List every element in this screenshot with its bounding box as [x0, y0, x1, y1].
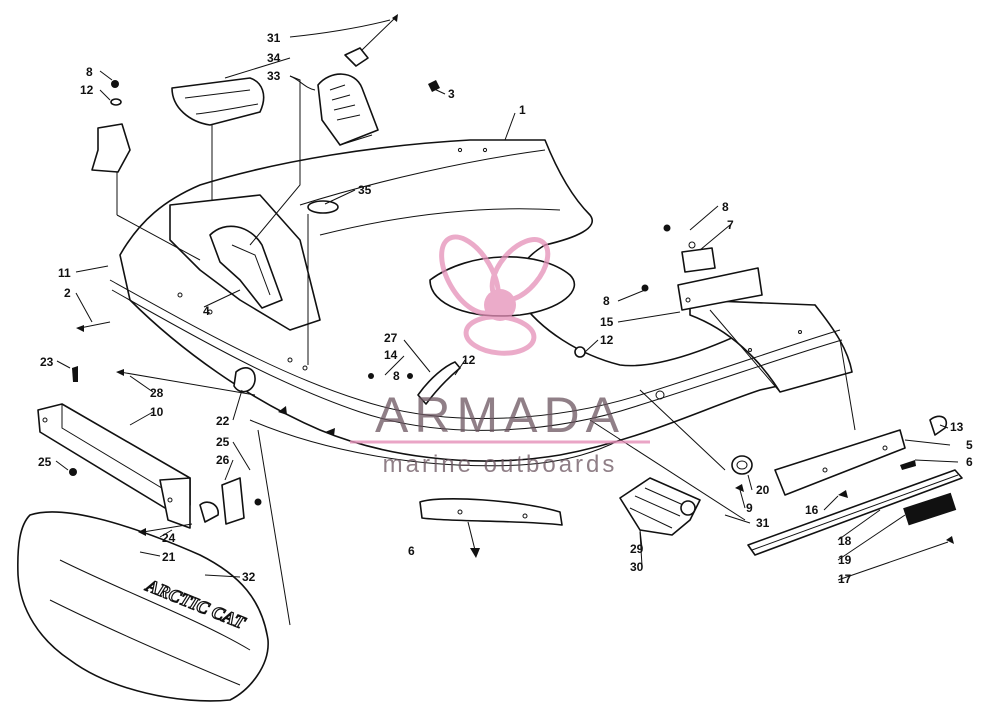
callout-27: 27 [384, 331, 398, 345]
callout-32: 32 [242, 570, 256, 584]
callout-12-right: 12 [600, 333, 614, 347]
nut-8d [368, 373, 374, 379]
callout-19: 19 [838, 553, 852, 567]
nut-part [69, 468, 77, 476]
callout-9: 9 [746, 501, 753, 515]
watermark-logo [439, 234, 551, 356]
callout-2: 2 [64, 286, 71, 300]
headlight-cover-part [171, 77, 265, 126]
grommet-part [307, 200, 339, 365]
callout-25-left: 25 [38, 455, 52, 469]
callout-leaders [55, 19, 959, 581]
callout-5: 5 [966, 438, 973, 452]
front-bumper-bracket-part [37, 403, 191, 529]
bolt-part [72, 366, 78, 382]
callout-6-bottom: 6 [408, 544, 415, 558]
center-mount-plate-part [138, 477, 262, 536]
callout-6-right: 6 [966, 455, 973, 469]
lower-trim-strip-part [419, 498, 563, 558]
vent-boot-part [317, 73, 379, 146]
nut-12b [574, 346, 586, 358]
watermark-tagline: marine outboards [383, 451, 618, 478]
callout-35: 35 [358, 183, 372, 197]
callout-4: 4 [203, 304, 210, 318]
callout-14: 14 [384, 348, 398, 362]
callout-22: 22 [216, 414, 230, 428]
watermark-brand: ARMADA [375, 387, 625, 443]
callout-17: 17 [838, 572, 852, 586]
screw-part [428, 80, 440, 92]
side-grommet-part [731, 455, 753, 492]
callout-20: 20 [756, 483, 770, 497]
callout-12-mid: 12 [462, 353, 476, 367]
callout-16: 16 [805, 503, 819, 517]
callout-31-right: 31 [756, 516, 770, 530]
cable-clip-part [344, 14, 398, 67]
callout-8-right: 8 [603, 294, 610, 308]
callout-8-topright: 8 [722, 200, 729, 214]
callout-15: 15 [600, 315, 614, 329]
callout-34: 34 [267, 51, 281, 65]
callout-11: 11 [58, 266, 71, 280]
side-step-plate-part [774, 415, 948, 496]
exhaust-boot-part [619, 477, 701, 536]
latch-clip-part [233, 367, 256, 393]
callout-33: 33 [267, 69, 281, 83]
callout-18: 18 [838, 534, 852, 548]
nut-8c [641, 284, 649, 292]
callout-8-topleft: 8 [86, 65, 93, 79]
callout-26: 26 [216, 453, 230, 467]
callout-13: 13 [950, 420, 964, 434]
callout-labels: 31 34 33 3 1 35 8 12 11 2 4 23 28 10 25 … [38, 31, 973, 586]
cable-28 [119, 371, 256, 396]
callout-23: 23 [40, 355, 54, 369]
nut-8e [407, 373, 413, 379]
callout-30: 30 [630, 560, 644, 574]
nose-pan-part: ARCTIC CAT [17, 511, 269, 702]
callout-24: 24 [162, 531, 176, 545]
callout-10: 10 [150, 405, 164, 419]
callout-31-top: 31 [267, 31, 281, 45]
callout-21: 21 [162, 550, 176, 564]
side-bracket-part [663, 224, 763, 311]
callout-25-mid: 25 [216, 435, 230, 449]
callout-3: 3 [448, 87, 455, 101]
callout-28: 28 [150, 386, 164, 400]
callout-29: 29 [630, 542, 644, 556]
callout-7: 7 [727, 218, 734, 232]
callout-1: 1 [519, 103, 526, 117]
callout-12-topleft: 12 [80, 83, 94, 97]
callout-8-mid: 8 [393, 369, 400, 383]
mount-bracket-part [91, 80, 201, 261]
running-board-part [747, 469, 963, 556]
